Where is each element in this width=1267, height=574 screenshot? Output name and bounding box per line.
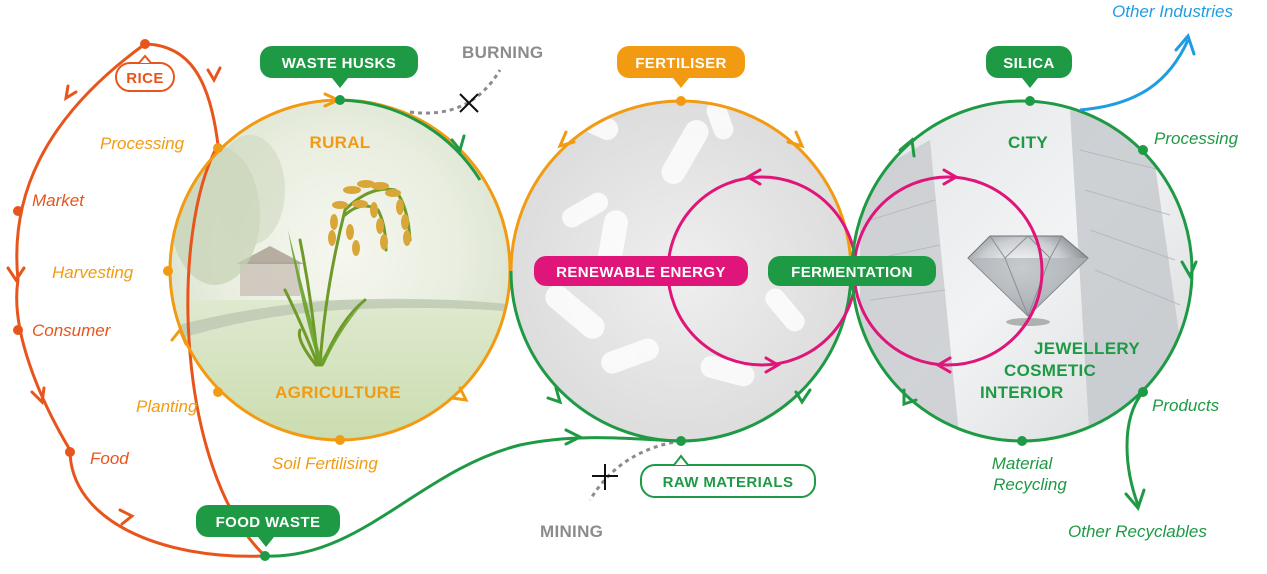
burning-dashed-line <box>409 69 502 115</box>
fertiliser-label: FERTILISER <box>635 55 727 72</box>
rice-leaf-icon <box>288 230 362 365</box>
rice-badge: RICE <box>115 54 175 92</box>
fertiliser-badge: FERTILISER <box>617 46 745 88</box>
fermentation-label: FERMENTATION <box>791 264 913 281</box>
market-label: Market <box>32 191 85 210</box>
silica-label: SILICA <box>1003 55 1055 72</box>
other-industries-arrow <box>1174 33 1196 56</box>
waste-husks-label: WASTE HUSKS <box>282 55 396 72</box>
harvesting-label: Harvesting <box>52 263 134 282</box>
other-industries-path <box>1079 39 1190 112</box>
consumer-label: Consumer <box>32 321 112 340</box>
food-chain-nodes <box>13 39 150 457</box>
rural-circle-image <box>170 100 510 440</box>
material-label: Material <box>992 454 1054 473</box>
fermentation-badge: FERMENTATION <box>768 256 936 286</box>
other-industries-label: Other Industries <box>1112 2 1233 21</box>
city-circle-image <box>852 101 1192 441</box>
mining-label: MINING <box>540 522 603 541</box>
magenta-loop-arrows <box>745 168 959 374</box>
food-waste-node <box>260 551 270 561</box>
rural-green-arc <box>339 98 482 181</box>
burning-cross-icon <box>459 93 479 113</box>
agriculture-title: AGRICULTURE <box>275 383 401 402</box>
rice-grain-icon <box>328 180 411 256</box>
food-waste-badge: FOOD WASTE <box>196 505 340 547</box>
products-label: Products <box>1152 396 1220 415</box>
silica-badge: SILICA <box>986 46 1072 88</box>
jewellery-text: JEWELLERY <box>1034 339 1140 358</box>
fertiliser-node <box>676 96 686 106</box>
food-waste-label: FOOD WASTE <box>216 514 321 531</box>
interior-text: INTERIOR <box>980 383 1064 402</box>
diamond-icon <box>967 235 1089 326</box>
renewable-energy-label: RENEWABLE ENERGY <box>556 264 726 281</box>
food-waste-arrow <box>564 428 584 446</box>
recycling-label: Recycling <box>993 475 1067 494</box>
mining-cross-icon <box>592 464 618 490</box>
other-recyclables-label: Other Recyclables <box>1068 522 1207 541</box>
planting-label: Planting <box>136 397 198 416</box>
city-cycle-arrows <box>898 137 1198 407</box>
other-recyclables-path <box>1125 391 1145 506</box>
cosmetic-text: COSMETIC <box>1004 361 1096 380</box>
waste-husks-badge: WASTE HUSKS <box>260 46 418 88</box>
burning-label: BURNING <box>462 43 543 62</box>
mining-dashed-line <box>588 439 682 501</box>
raw-materials-badge: RAW MATERIALS <box>640 454 816 498</box>
raw-materials-label: RAW MATERIALS <box>663 474 794 491</box>
city-title: CITY <box>1008 133 1048 152</box>
food-waste-path <box>264 436 682 558</box>
rural-title: RURAL <box>310 133 371 152</box>
rice-label: RICE <box>126 70 163 87</box>
food-label: Food <box>90 449 129 468</box>
soil-fertilising-label: Soil Fertilising <box>272 454 378 473</box>
middle-cycle-arrows <box>546 130 812 405</box>
rural-cycle-nodes <box>163 143 345 445</box>
rural-processing-label: Processing <box>100 134 185 153</box>
waste-husks-node <box>335 95 345 105</box>
food-chain-arrows <box>6 66 222 526</box>
renewable-energy-badge: RENEWABLE ENERGY <box>534 256 748 286</box>
city-processing-label: Processing <box>1154 129 1239 148</box>
other-recyclables-arrow <box>1124 488 1146 511</box>
